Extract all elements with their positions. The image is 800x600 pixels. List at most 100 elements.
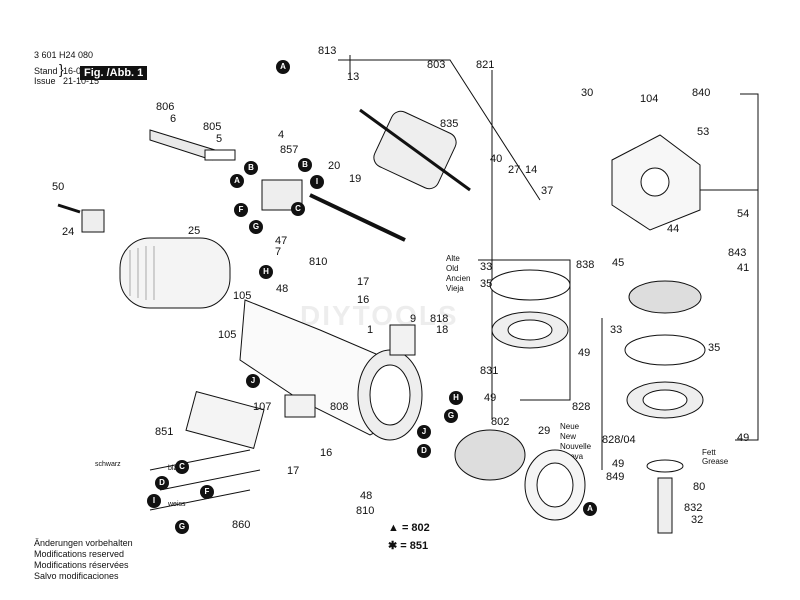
part-number-806: 806 [156,101,175,113]
side-handle-part [149,129,236,161]
part-number-49: 49 [484,392,497,404]
part-number-6: 6 [170,113,177,125]
part-number-24: 24 [62,226,75,238]
label-plate-9 [389,324,416,356]
part-number-105: 105 [218,329,237,341]
part-number-80: 80 [693,481,706,493]
document-number: 3 601 H24 080 [34,50,94,60]
callout-j: J [246,374,260,388]
part-number-835: 835 [440,118,459,130]
part-number-54: 54 [737,208,750,220]
callout-i: I [310,175,324,189]
part-number-25: 25 [188,225,201,237]
bracket-840 [735,93,759,441]
part-number-35: 35 [708,342,721,354]
part-number-30: 30 [581,87,594,99]
part-number-818: 818 [430,313,449,325]
part-number-828-04: 828/04 [602,434,636,446]
stand-date: 16-05 [63,66,87,76]
variant-old-labels: Alte Old Ancien Vieja [446,254,470,294]
field-housing [119,237,231,309]
part-number-821: 821 [476,59,495,71]
bearing-flange-new [624,280,706,419]
variant-new-fr: Nouvelle [560,442,592,451]
part-number-1: 1 [367,324,374,336]
leader-803 [338,59,541,201]
part-number-33: 33 [610,324,623,336]
part-number-16: 16 [357,294,370,306]
callout-d: D [417,444,431,458]
variant-old-es: Vieja [446,284,464,293]
variant-old-fr: Ancien [446,274,471,283]
legend-triangle: ▲ = 802 [388,522,430,534]
callout-f: F [234,203,248,217]
part-number-49: 49 [612,458,625,470]
part-number-50: 50 [52,181,65,193]
callout-g: G [249,220,263,234]
part-number-9: 9 [410,313,417,325]
part-number-13: 13 [347,71,360,83]
part-number-831: 831 [480,365,499,377]
part-number-48: 48 [276,283,289,295]
note-line-1: Änderungen vorbehalten [34,538,133,548]
part-number-49: 49 [737,432,750,444]
switch-lever-part [309,193,406,242]
part-number-17: 17 [287,465,300,477]
part-number-805: 805 [203,121,222,133]
part-number-19: 19 [349,173,362,185]
callout-c: C [291,202,305,216]
part-number-803: 803 [427,59,446,71]
part-number-832: 832 [684,502,703,514]
part-number-20: 20 [328,160,341,172]
part-number-53: 53 [697,126,710,138]
callout-h: H [259,265,273,279]
issue-date: 21-10-15 [63,76,100,86]
callout-d: D [155,476,169,490]
part-number-851: 851 [155,426,174,438]
bearing-flange-old [489,269,571,349]
part-number-843: 843 [728,247,747,259]
part-number-47: 47 [275,235,288,247]
part-number-802: 802 [491,416,510,428]
part-number-860: 860 [232,519,251,531]
tool-body-part [239,299,423,441]
part-number-49: 49 [578,347,591,359]
field-ribs [129,246,155,300]
variant-old-en: Old [446,264,459,273]
wire-color-black: schwarz [95,461,121,468]
armature-part [359,108,471,192]
part-number-838: 838 [576,259,595,271]
variant-old-de: Alte [446,254,460,263]
callout-g: G [444,409,458,423]
note-line-4: Salvo modificaciones [34,571,119,581]
part-number-14: 14 [525,164,538,176]
part-number-810: 810 [356,505,375,517]
part-number-45: 45 [612,257,625,269]
part-number-18: 18 [436,324,449,336]
part-number-41: 41 [737,262,750,274]
callout-a: A [583,502,597,516]
screw-part [57,203,105,233]
issue-label: Issue [34,76,56,86]
part-number-48: 48 [360,490,373,502]
wire-color-blue: blau [168,465,181,472]
callout-i: I [147,494,161,508]
spindle-part [646,459,684,534]
gear-head-housing [611,134,701,231]
legend-star: ✱ = 851 [388,540,429,552]
motor-field-part [119,237,231,309]
part-number-32: 32 [691,514,704,526]
header-brace: } [59,61,64,77]
label-plate-808 [284,394,316,418]
figure-label: Fig. /Abb. 1 [80,66,148,80]
grease-en: Grease [702,457,729,466]
grease-de: Fett [702,448,716,457]
part-number-33: 33 [480,261,493,273]
part-number-5: 5 [216,133,223,145]
part-number-29: 29 [538,425,551,437]
watermark: DIYTOOLS [300,300,459,331]
part-number-857: 857 [280,144,299,156]
part-number-44: 44 [667,223,680,235]
part-number-810: 810 [309,256,328,268]
